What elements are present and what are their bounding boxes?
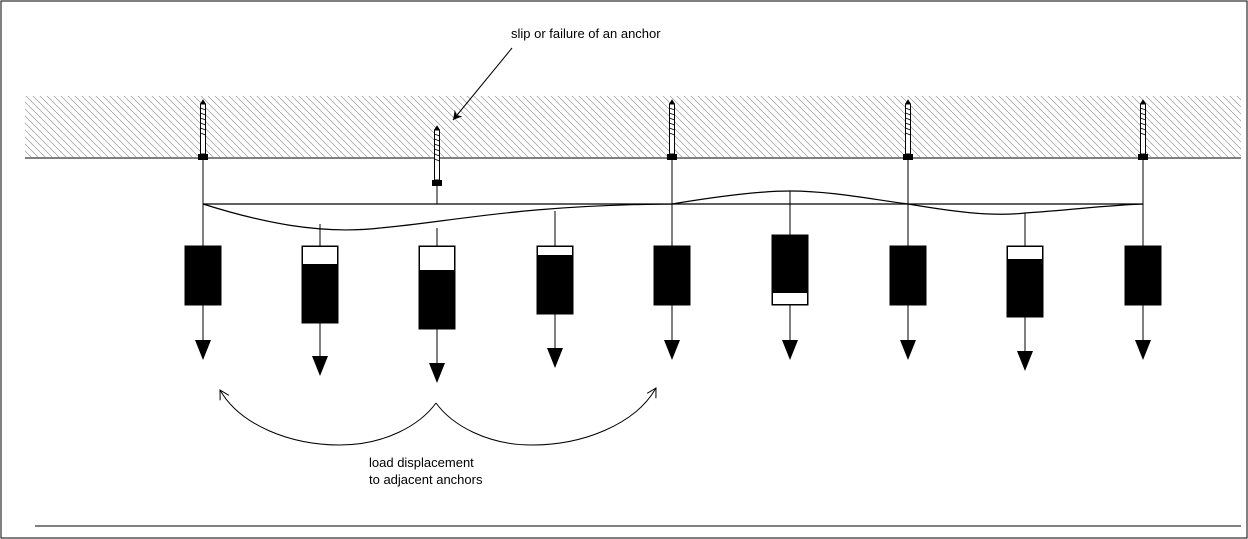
failed-anchor <box>432 125 442 204</box>
deformed-cable-line <box>202 190 1144 231</box>
load-gap <box>1007 246 1043 260</box>
failure-pointer-arrow <box>452 47 513 121</box>
load-gap <box>302 246 338 265</box>
concrete-slab <box>25 96 1241 157</box>
load-arrow-head <box>900 340 916 360</box>
displacement-arrow-left <box>219 389 437 446</box>
load-arrow-head <box>782 340 798 360</box>
suspended-load <box>184 204 222 360</box>
load-arrow-head <box>195 340 211 360</box>
load-box <box>184 245 222 306</box>
anchor <box>1138 99 1148 204</box>
suspended-load <box>1006 213 1044 371</box>
load-arrow-head <box>664 340 680 360</box>
loads <box>184 191 1162 383</box>
suspended-load <box>1124 204 1162 360</box>
suspended-load <box>301 224 339 376</box>
displacement-arrow-right <box>435 387 657 446</box>
load-box <box>536 245 574 315</box>
load-box <box>653 245 691 306</box>
load-gap <box>772 292 808 305</box>
suspended-load <box>418 228 456 383</box>
failure-label: slip or failure of an anchor <box>511 26 661 41</box>
load-arrow-head <box>1017 351 1033 371</box>
load-box <box>889 245 927 306</box>
suspended-load <box>653 204 691 360</box>
suspended-load <box>771 191 809 360</box>
load-arrow-head <box>547 348 563 368</box>
load-box <box>1124 245 1162 306</box>
load-arrow-head <box>1135 340 1151 360</box>
load-arrow-head <box>312 356 328 376</box>
anchors <box>198 99 1148 204</box>
load-gap <box>419 246 455 271</box>
load-arrow-head <box>429 363 445 383</box>
displacement-label-line1: load displacement <box>369 455 474 470</box>
load-gap <box>537 246 573 256</box>
anchor <box>198 99 208 204</box>
anchor <box>903 99 913 204</box>
anchor <box>667 99 677 204</box>
suspended-load <box>536 211 574 368</box>
displacement-label-line2: to adjacent anchors <box>369 472 483 487</box>
suspended-load <box>889 204 927 360</box>
